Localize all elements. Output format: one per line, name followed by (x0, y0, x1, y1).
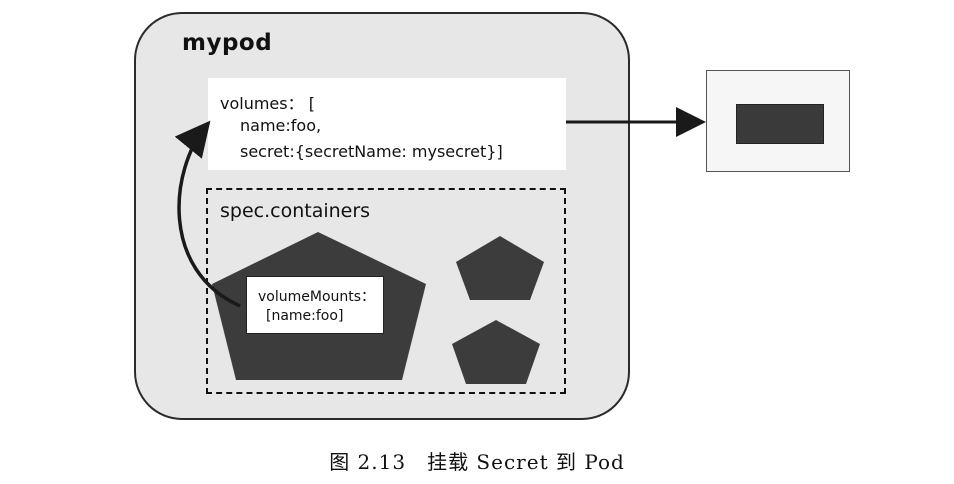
mounts-line-1: volumeMounts： (258, 289, 376, 305)
volumes-box (208, 78, 566, 170)
container-small-bottom-shape (452, 320, 540, 384)
volumes-line-1: volumes： [ (220, 94, 315, 113)
volume-mounts-box (246, 276, 384, 334)
containers-title: spec.containers (220, 200, 371, 222)
pod-title: mypod (182, 30, 273, 56)
figure-caption: 图 2.13 挂载 Secret 到 Pod (329, 450, 625, 474)
container-small-top-shape (456, 236, 544, 300)
volumes-line-3: secret:{secretName: mysecret}] (240, 142, 503, 161)
containers-box (206, 188, 566, 394)
secret-key-block (736, 104, 824, 144)
mount-arrow (174, 120, 241, 308)
volumes-line-2: name:foo, (240, 116, 322, 135)
mounts-line-2: [name:foo] (266, 308, 344, 324)
